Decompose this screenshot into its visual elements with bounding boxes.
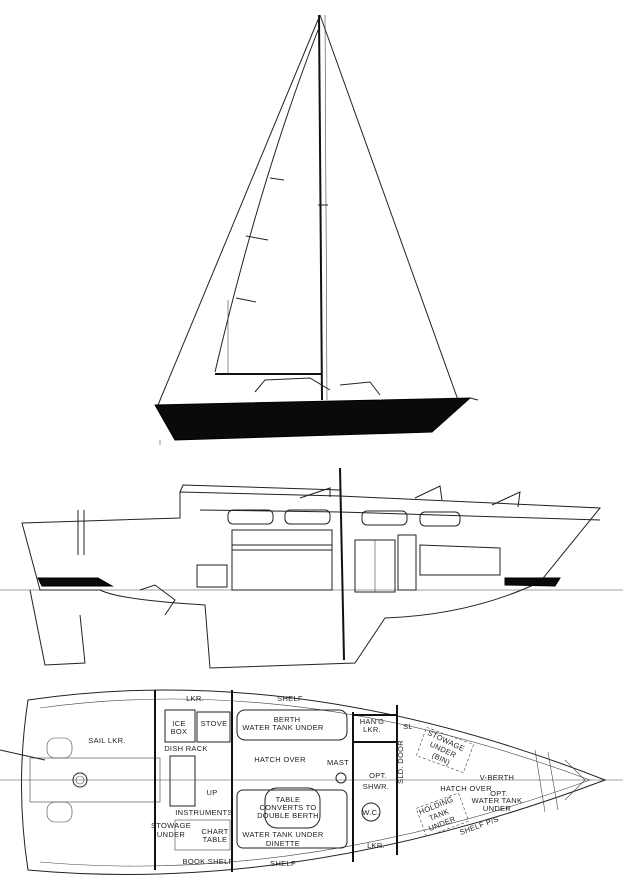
plan-labels: LKR. SHELF ICE BOX STOVE BERTH WATER TAN… [88,694,522,868]
label-shelf-top: SHELF [277,694,303,703]
label-shwr: SHWR. [363,782,390,791]
label-opt-water: OPT. [490,789,508,798]
label-chart-table: TABLE [203,835,228,844]
accommodation-plan [0,689,623,875]
mast [318,14,323,401]
stove [196,711,231,743]
label-v-berth: V-BERTH [480,773,514,782]
label-hatch-over-fwd: HATCH OVER [440,784,492,793]
label-shelf-bottom: SHELF [270,859,296,868]
hull-plan-outline [21,689,607,875]
label-converts-to: CONVERTS TO [259,803,316,812]
label-dinette: DINETTE [266,839,300,848]
batten [245,235,269,241]
label-water-tank-under-dinette: WATER TANK UNDER [242,830,323,839]
label-dish-rack: DISH RACK [164,744,208,753]
label-ice: ICE [172,719,185,728]
label-chart: CHART [201,827,228,836]
label-up: UP [206,788,217,797]
mast-partner [335,772,347,784]
label-double-berth: DOUBLE BERTH [257,811,319,820]
label-hang: HAN'G [360,717,385,726]
label-water-tank-under: WATER TANK UNDER [242,723,323,732]
sink [169,755,196,807]
engine [139,584,176,616]
label-sail-lkr: SAIL LKR. [88,736,125,745]
label-water-tank-under-fwd: UNDER [483,804,511,813]
rudder [29,589,86,666]
wheel-pedestal [72,772,88,788]
label-stowage: STOWAGE [151,821,191,830]
sail-plan [154,14,479,445]
label-wc: W.C. [362,808,379,817]
label-table: TABLE [276,795,301,804]
ice-box [164,709,196,743]
cockpit [29,757,161,803]
table [264,787,321,829]
boot-stripe-aft [37,577,114,587]
mast-step [339,467,345,661]
backstay [157,14,321,406]
label-mast: MAST [327,758,349,767]
batten [269,177,285,181]
label-lkr-top: LKR. [186,694,204,703]
label-shelf-ps: SHELF P/S [458,814,500,836]
label-stove: STOVE [201,719,228,728]
label-box: BOX [171,727,188,736]
label-under: UNDER [157,830,185,839]
label-sl: SL [403,722,413,731]
label-book-shelf: BOOK SHELF [183,857,234,866]
berth [236,709,348,741]
boot-stripe-fwd [504,577,561,587]
forestay [319,14,459,401]
label-sld-door: SLD. DOOR [396,740,405,784]
mainsail-leech [214,29,319,373]
label-hatch-over: HATCH OVER [254,755,306,764]
label-instruments: INSTRUMENTS [175,808,232,817]
toilet [361,802,381,822]
hull-sail-plan [154,397,472,441]
label-water-tank: WATER TANK [472,796,523,805]
label-opt-shwr: OPT. [369,771,387,780]
settee [231,529,333,591]
inboard-profile [0,467,623,669]
label-hang-lkr: LKR. [363,725,381,734]
label-berth: BERTH [274,715,301,724]
cabin-top [254,377,331,393]
label-lkr-bottom: LKR. [367,841,385,850]
batten [235,297,257,303]
